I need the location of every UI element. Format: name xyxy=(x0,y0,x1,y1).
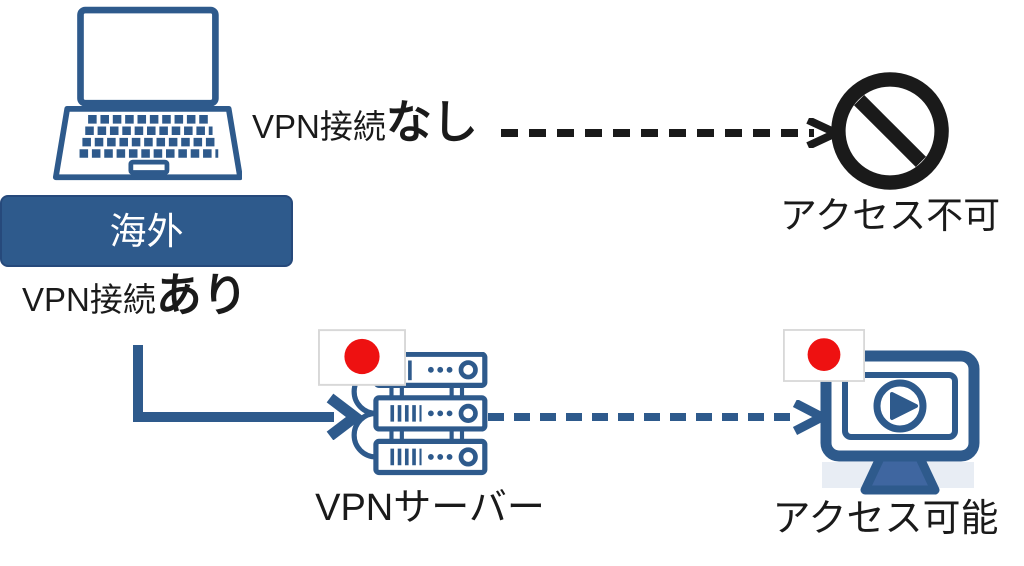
no-vpn-dashed-arrow xyxy=(501,118,843,148)
with-vpn-label-prefix: VPN接続 xyxy=(22,281,156,318)
laptop-icon xyxy=(52,6,242,181)
no-vpn-label-prefix: VPN接続 xyxy=(252,108,386,145)
japan-flag-icon xyxy=(783,329,865,382)
vpn-server-label: VPNサーバー xyxy=(315,487,545,529)
overseas-label: 海外 xyxy=(109,210,184,252)
access-denied-label: アクセス不可 xyxy=(779,195,1001,236)
no-vpn-label: VPN接続なし xyxy=(252,99,478,145)
with-vpn-label-emphasis: あり xyxy=(155,269,248,321)
overseas-label-box: 海外 xyxy=(0,195,293,267)
access-allowed-label: アクセス可能 xyxy=(772,498,999,540)
with-vpn-label: VPN接続あり xyxy=(22,272,248,318)
japan-flag-icon xyxy=(318,329,406,386)
with-vpn-elbow-arrow xyxy=(133,345,365,440)
server-to-service-dashed-arrow xyxy=(488,400,832,435)
no-vpn-label-emphasis: なし xyxy=(385,96,478,148)
prohibited-icon xyxy=(831,72,949,190)
